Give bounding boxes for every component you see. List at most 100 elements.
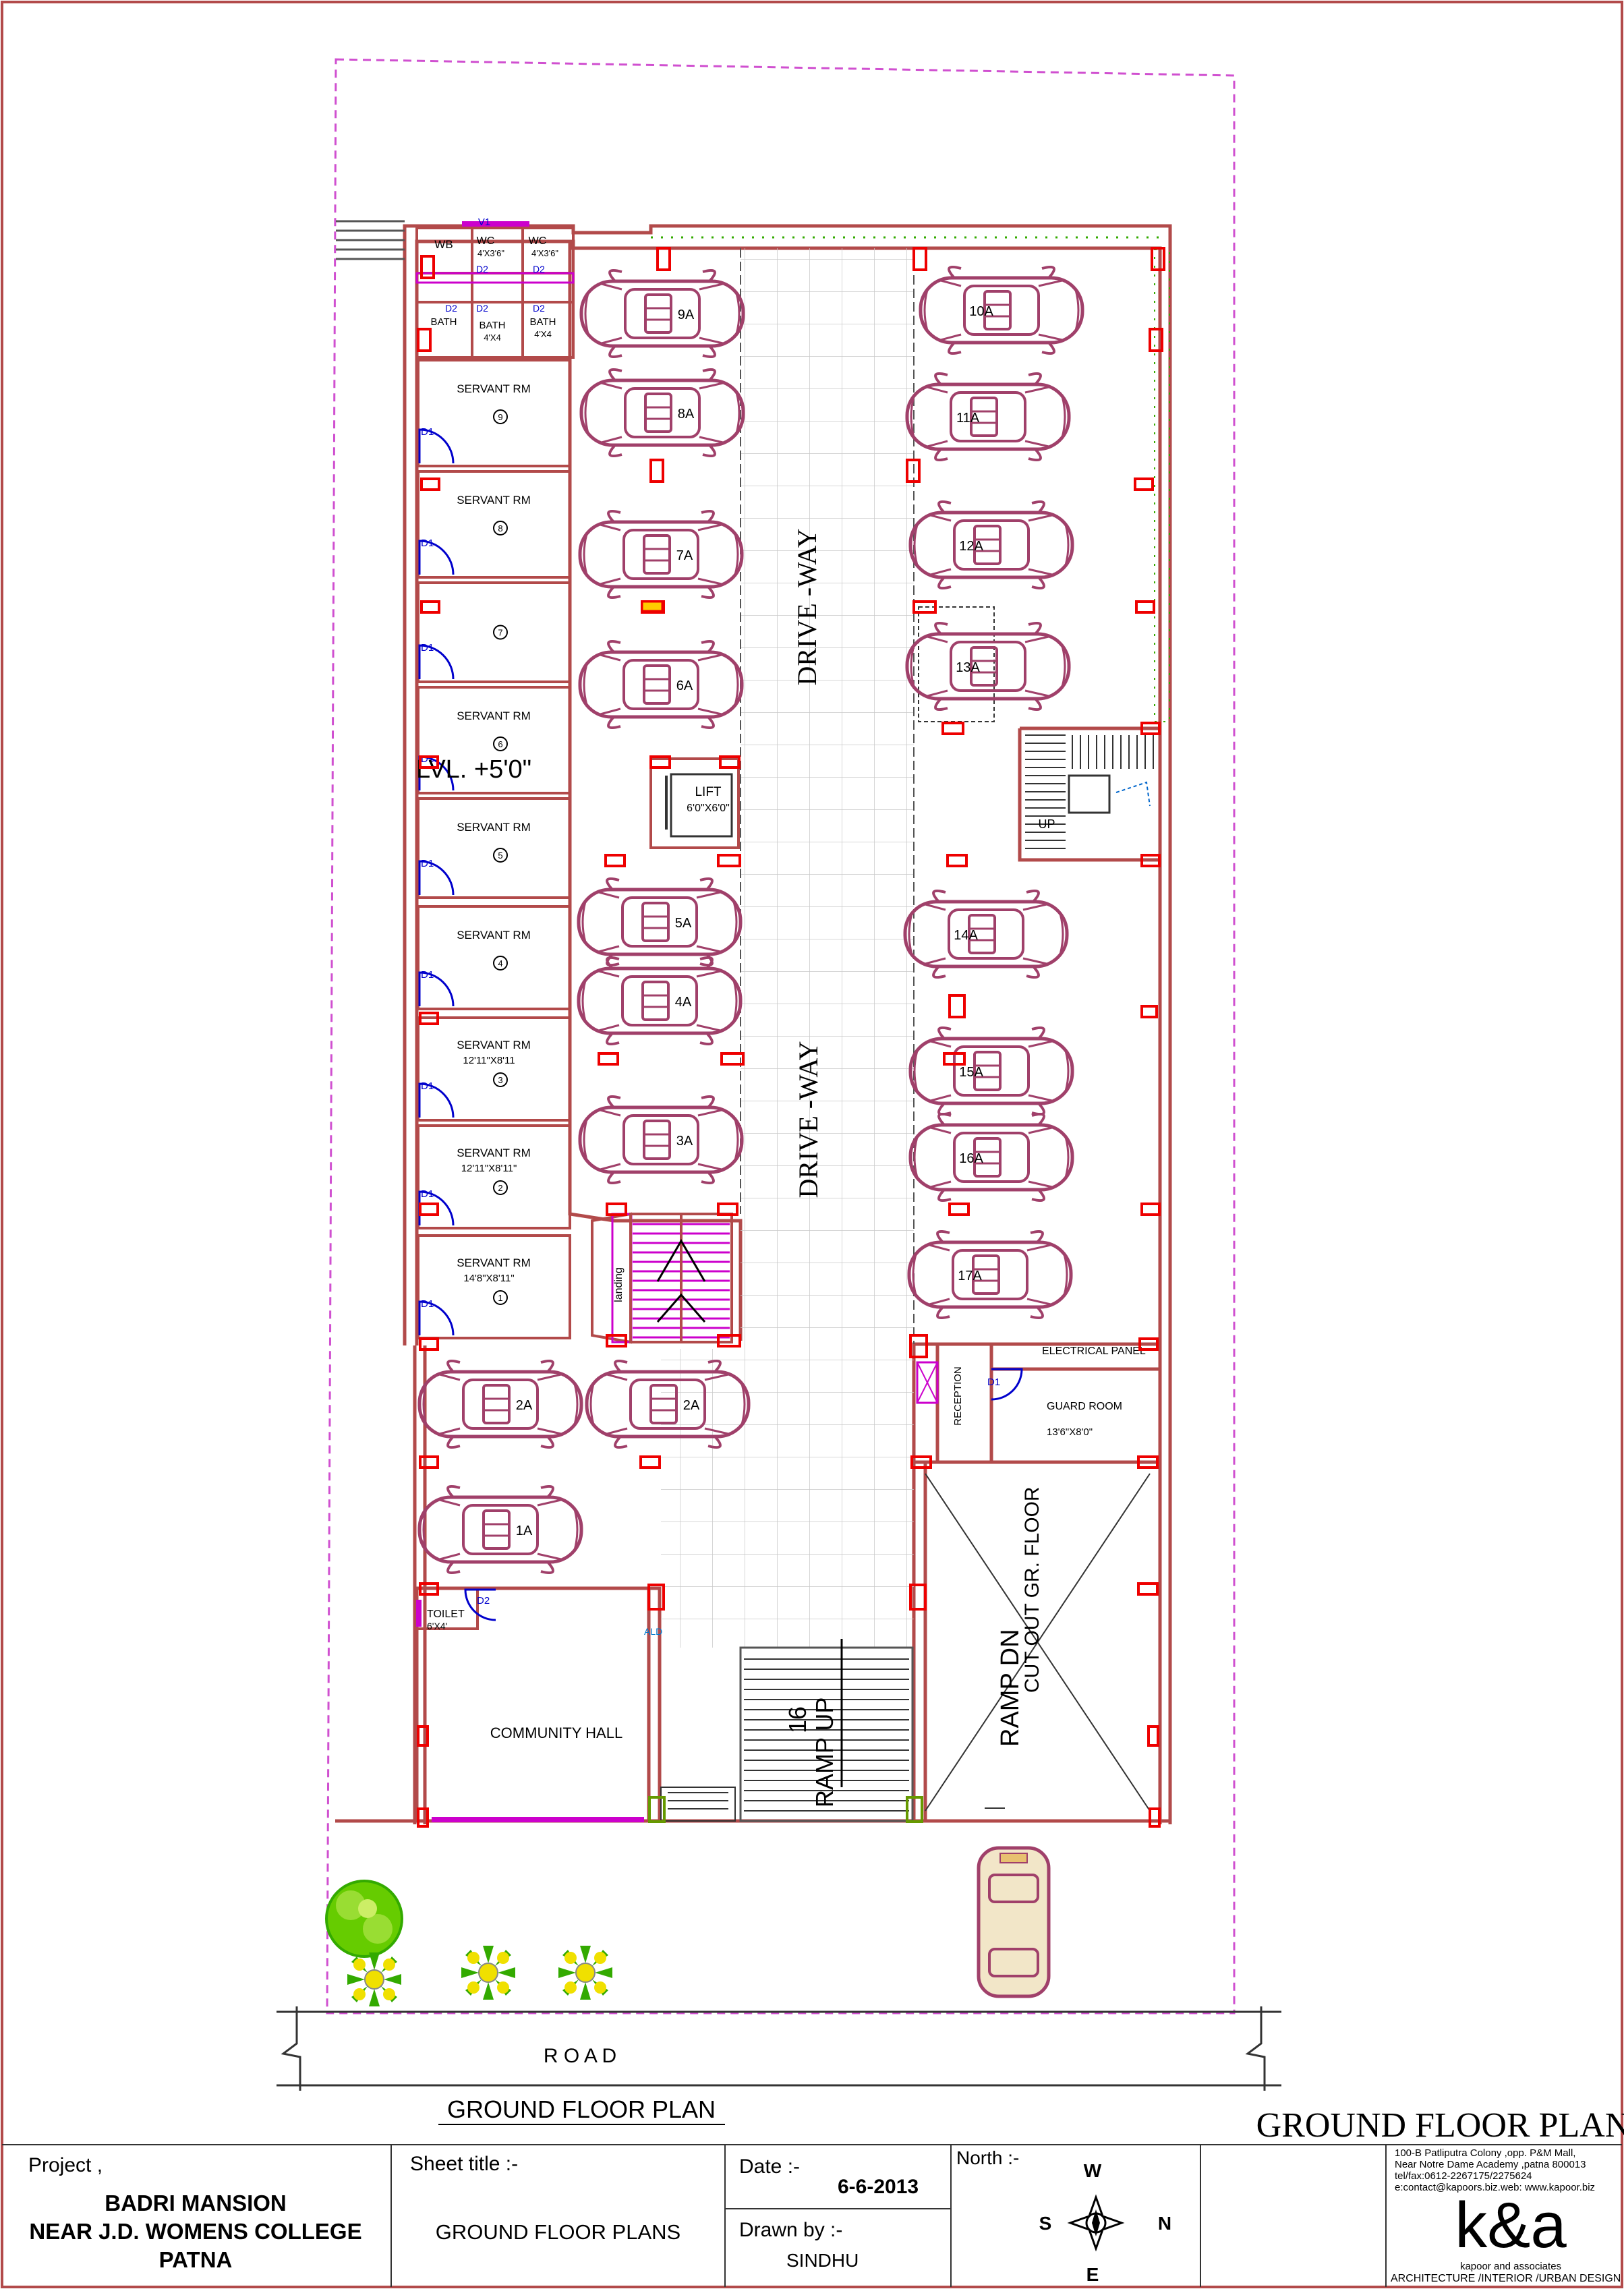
firm-phone: tel/fax:0612-2267175/2275624 <box>1395 2170 1532 2182</box>
parking-car-5A: 5A <box>579 879 741 965</box>
project-location: NEAR J.D. WOMENS COLLEGE <box>29 2219 362 2244</box>
flower-2 <box>461 1945 516 2000</box>
servant-room-number: 3 <box>498 1075 502 1085</box>
parking-car-1A: 1A <box>419 1486 581 1573</box>
parking-car-17A: 17A <box>909 1232 1071 1318</box>
toilet-label: TOILET <box>427 1609 465 1620</box>
cutout-label: CUT OUT GR. FLOOR <box>1021 1486 1043 1693</box>
drawn-by-value: SINDHU <box>786 2250 859 2271</box>
servant-room-label: SERVANT RM <box>457 929 531 941</box>
parking-car-6A: 6A <box>580 641 742 728</box>
landing-label: landing <box>613 1267 625 1302</box>
wc-size-2: 4'X3'6" <box>531 248 558 258</box>
guard-label: GUARD ROOM <box>1047 1401 1122 1412</box>
staircase-right <box>1025 734 1154 849</box>
drawn-by-label: Drawn by :- <box>739 2219 843 2241</box>
parking-car-2A: 2A <box>419 1361 581 1447</box>
d2-tag-e: D2 <box>533 303 545 314</box>
firm-name: kapoor and associates <box>1459 2261 1562 2272</box>
stair-up-label: UP <box>1038 817 1055 831</box>
d2-tag-b: D2 <box>533 264 545 274</box>
wc-label-2: WC <box>529 235 547 247</box>
project-city: PATNA <box>158 2247 233 2272</box>
sheet-heading: GROUND FLOOR PLAN <box>1256 2106 1624 2145</box>
project-name: BADRI MANSION <box>105 2191 287 2215</box>
d2-tag-c: D2 <box>445 303 457 314</box>
d1-tag: D1 <box>421 642 434 654</box>
servant-room-label: SERVANT RM <box>457 1147 531 1159</box>
parking-car-8A: 8A <box>581 370 743 456</box>
ramp-up-label: RAMP UP <box>811 1698 838 1807</box>
dashed-outline <box>918 606 995 722</box>
compass-e: E <box>1086 2264 1099 2285</box>
servant-room-number: 5 <box>498 850 502 861</box>
d1-tag: D1 <box>421 1298 434 1310</box>
driveway-label-lower: DRIVE -WAY <box>793 1041 823 1198</box>
cars-layer: 9A8A7A6A5A4A3A10A11A12A13A14A15A16A17A2A… <box>419 267 1082 1573</box>
parking-car-13A: 13A <box>907 623 1069 709</box>
servant-room-number: 2 <box>498 1183 502 1193</box>
servant-door-4 <box>418 971 455 1007</box>
parking-car-9A: 9A <box>581 270 743 357</box>
car-label: 3A <box>676 1134 693 1149</box>
parking-car-14A: 14A <box>905 891 1067 977</box>
parking-car-10A: 10A <box>921 267 1082 353</box>
d2-tag-d: D2 <box>476 303 488 314</box>
servant-room-number: 6 <box>498 739 502 749</box>
firm-contact: e:contact@kapoors.biz.web: www.kapoor.bi… <box>1395 2182 1596 2193</box>
lift-shaft <box>649 757 740 849</box>
sheet-title: GROUND FLOOR PLANS <box>435 2220 681 2244</box>
servant-door-5 <box>418 860 455 896</box>
car-label: 7A <box>676 548 693 563</box>
road-edges <box>277 2006 1281 2091</box>
flower-1 <box>347 1952 402 2007</box>
flower-3 <box>558 1945 613 2000</box>
reception-label: RECEPTION <box>952 1366 964 1426</box>
ramp-down-cutout <box>925 1473 1151 1812</box>
bath-size-3: 4'X4 <box>534 329 552 339</box>
driveway-tiles <box>741 248 914 1648</box>
bath-size-2: 4'X4 <box>484 332 501 343</box>
date-value: 6-6-2013 <box>838 2176 919 2198</box>
servant-door-2 <box>418 1190 455 1226</box>
servant-room-size: 14'8"X8'11" <box>463 1273 514 1284</box>
car-label: 1A <box>516 1524 533 1538</box>
d1-tag: D1 <box>421 426 434 438</box>
d1-tag: D1 <box>421 969 434 981</box>
ramp-up-count: 16 <box>784 1706 811 1733</box>
parking-car-3A: 3A <box>580 1097 742 1183</box>
parking-car-16A: 16A <box>910 1114 1072 1200</box>
d1-tag: D1 <box>421 538 434 549</box>
hedge-strip <box>1154 249 1170 722</box>
parking-car-2A: 2A <box>587 1361 749 1447</box>
lift-label: LIFT <box>695 785 721 799</box>
servant-room-label: SERVANT RM <box>457 709 531 722</box>
car-label: 11A <box>956 411 980 426</box>
car-label: 6A <box>676 678 693 693</box>
parking-car-12A: 12A <box>910 502 1072 588</box>
bath-label-2: BATH <box>480 320 506 331</box>
lift-size: 6'0"X6'0" <box>687 803 730 814</box>
servant-door-3 <box>418 1082 455 1118</box>
car-label: 13A <box>956 660 980 675</box>
north-label: North :- <box>956 2147 1020 2168</box>
servant-room-number: 1 <box>498 1293 502 1303</box>
servant-room-number: 4 <box>498 958 502 968</box>
car-label: 10A <box>969 304 993 319</box>
compass-w: W <box>1084 2160 1102 2181</box>
v1-tag: V1 <box>478 216 490 228</box>
car-label: 2A <box>516 1398 533 1413</box>
servant-room-label: SERVANT RM <box>457 821 531 834</box>
car-label: 5A <box>675 916 692 931</box>
toilet-size: 6'X4' <box>427 1621 447 1631</box>
d1-tag: D1 <box>421 1080 434 1092</box>
servant-room-label: SERVANT RM <box>457 382 531 395</box>
servant-room-label: SERVANT RM <box>457 1256 531 1269</box>
driveway-label-upper: DRIVE -WAY <box>792 529 822 686</box>
compass-rose <box>1067 2194 1125 2252</box>
d2-toilet: D2 <box>477 1595 490 1606</box>
level-label: LVL. +5'0" <box>416 755 531 784</box>
tree <box>325 1880 403 1958</box>
servant-room-label: SERVANT RM <box>457 1039 531 1051</box>
